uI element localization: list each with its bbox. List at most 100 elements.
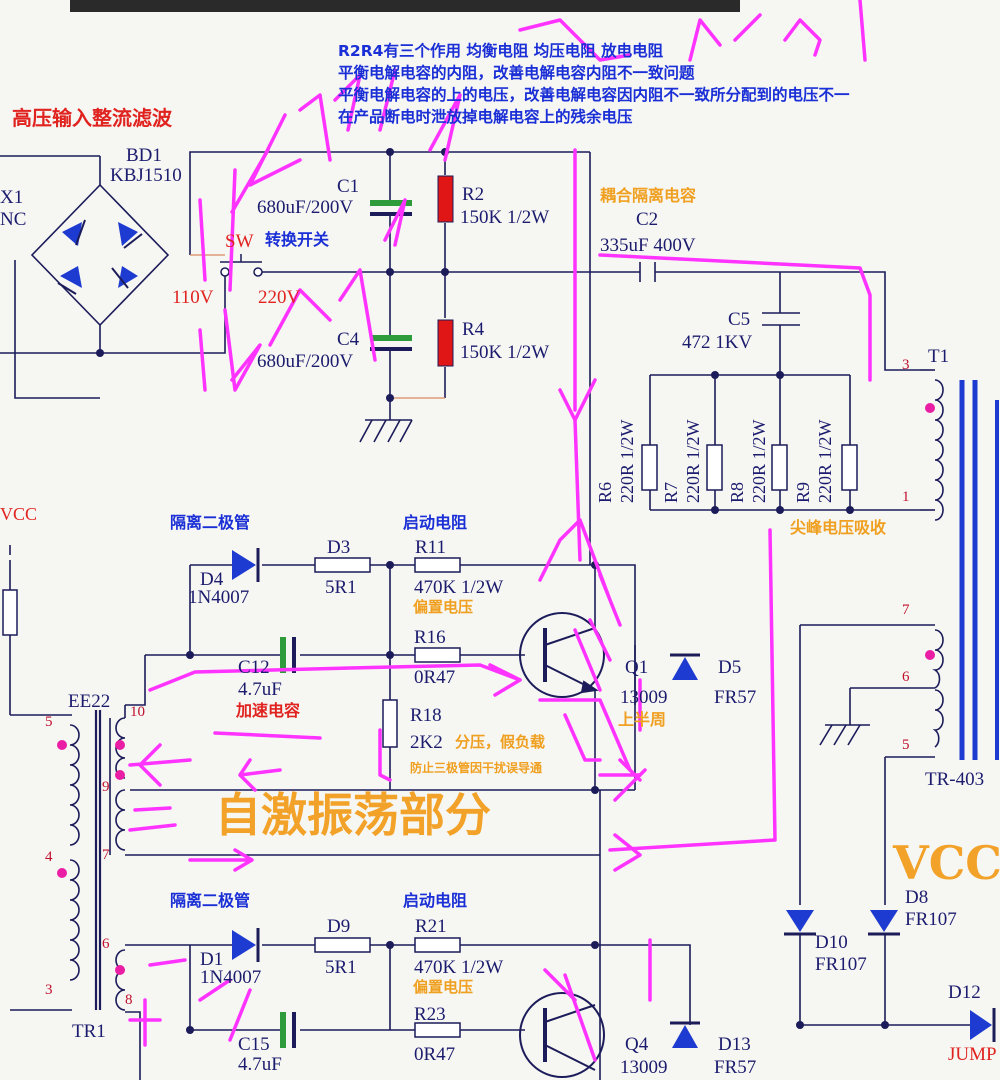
r18-label: 分压，假负载 [455,733,546,751]
bd1-value: KBJ1510 [110,165,182,186]
r4-value: 150K 1/2W [460,342,550,363]
c1-ref: C1 [337,176,360,197]
r21-sub: 偏置电压 [413,978,474,996]
r4-ref: R4 [462,319,485,340]
r18-value: 2K2 [410,732,443,753]
q4-value: 13009 [620,1057,668,1078]
sw-label: 转换开关 [265,230,330,249]
r16-ref: R16 [414,627,446,648]
c2-value: 335uF 400V [600,235,696,256]
d13-value: FR57 [714,1057,757,1078]
r21-ref: R21 [415,916,447,937]
ee22-pin-7: 7 [102,847,110,863]
tr403-ref: TR-403 [925,769,985,790]
d8-value: FR107 [905,909,957,930]
c15-value: 4.7uF [238,1054,282,1075]
coil-dots [57,403,935,975]
ee22-pin-10: 10 [130,704,145,720]
c5-value: 472 1KV [682,332,753,353]
coils [69,379,944,1011]
electrolytic-caps [280,200,412,1048]
c2-ref: C2 [636,209,659,230]
c12-label: 加速电容 [236,701,301,720]
d1-ref: D1 [200,949,224,970]
top-toolbar-strip [70,0,740,12]
r7-ref: R7 [661,481,681,503]
r6-ref: R6 [595,481,615,503]
vcc-small-label: VCC [0,504,38,524]
note-line-4: 在产品断电时泄放掉电解电容上的残余电压 [338,108,633,126]
q4-ref: Q4 [625,1034,649,1055]
ee22-pin-5: 5 [45,714,53,730]
t1-pin-1: 1 [902,489,910,505]
q1-value: 13009 [620,687,668,708]
c4-ref: C4 [337,329,360,350]
d12-ref: D12 [948,982,981,1003]
d9-ref: D9 [327,916,351,937]
x1-ref: X1 [0,187,24,208]
d3-ref: D3 [327,537,351,558]
ee22-pin-3: 3 [45,982,53,998]
bridge-diodes [57,219,143,295]
c12-value: 4.7uF [238,679,282,700]
x1-value: NC [0,209,27,230]
r2-ref: R2 [462,184,485,205]
ee22-pin-8: 8 [125,992,133,1008]
r2-value: 150K 1/2W [460,207,550,228]
switch [220,254,263,277]
note-line-1: R2R4有三个作用 均衡电阻 均压电阻 放电电阻 [338,42,664,60]
r9-ref: R9 [793,481,813,503]
d1-label: 隔离二极管 [170,891,251,910]
signal-diodes [232,548,996,1048]
r11-value: 470K 1/2W [414,577,504,598]
c5-ref: C5 [728,309,751,330]
hv-input-title: 高压输入整流滤波 [12,106,172,130]
ee22-pin-9: 9 [102,779,110,795]
note-line-2: 平衡电解电容的内阻，改善电解电容内阻不一致问题 [338,64,695,82]
ee22-ref: EE22 [68,691,111,712]
r16-value: 0R47 [414,667,456,688]
q1-ref: Q1 [625,657,649,678]
transistors [519,612,605,1078]
r21-value: 470K 1/2W [414,957,504,978]
d5-value: FR57 [714,687,757,708]
c12-ref: C12 [238,657,270,678]
sw-ref: SW [225,231,254,252]
d1-value: 1N4007 [200,967,262,988]
sw-220v: 220V [258,287,301,308]
r18-sub: 防止三极管因干扰误导通 [410,761,543,775]
r7-value: 220R 1/2W [683,419,703,504]
ee22-pin-4: 4 [45,849,53,865]
t1-ref: T1 [928,346,950,367]
r11-ref: R11 [415,537,446,558]
t1-pin-3: 3 [902,357,910,373]
d12-value: JUMP [948,1044,997,1065]
vcc-title: VCC [893,836,1000,890]
c2-label: 耦合隔离电容 [600,186,697,205]
oscillation-title: 自激振荡部分 [215,788,491,842]
c1-value: 680uF/200V [257,197,354,218]
snubber-label: 尖峰电压吸收 [790,518,887,537]
c4-value: 680uF/200V [257,351,354,372]
power-resistors [437,175,454,367]
tr1-ref: TR1 [72,1021,106,1042]
r18-ref: R18 [410,705,442,726]
d8-ref: D8 [905,887,929,908]
d10-ref: D10 [815,932,848,953]
r8-value: 220R 1/2W [749,419,769,504]
r9-value: 220R 1/2W [815,419,835,504]
small-resistors [2,444,858,1038]
d13-ref: D13 [718,1034,751,1055]
r23-value: 0R47 [414,1044,456,1065]
bd1-ref: BD1 [126,145,162,166]
tr403-pin-5: 5 [902,737,910,753]
r11-label: 启动电阻 [403,513,468,532]
d4-ref: D4 [200,569,224,590]
tr403-pin-7: 7 [902,602,910,618]
r21-label: 启动电阻 [403,891,468,910]
orange-wires [190,254,445,399]
d3-value: 5R1 [325,577,357,598]
ee22-pin-6: 6 [102,936,110,952]
